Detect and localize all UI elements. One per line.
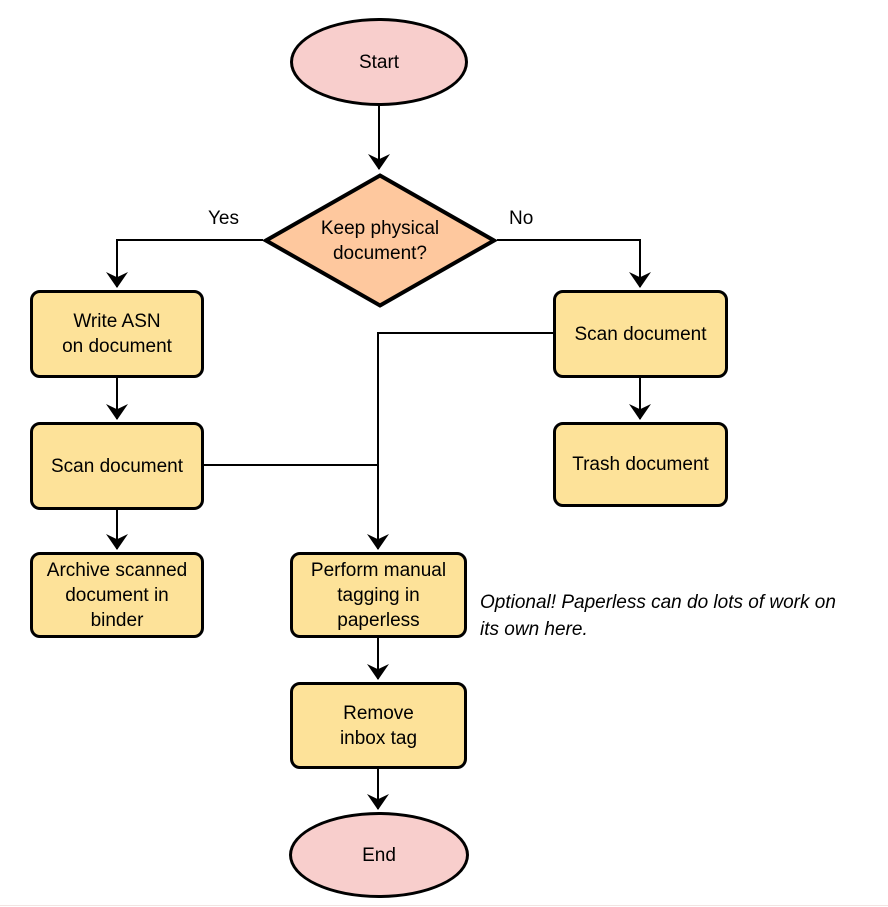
node-end-label: End bbox=[362, 844, 396, 866]
node-decision-label: Keep physical document? bbox=[320, 217, 440, 264]
node-tagging-label: Perform manual tagging in paperless bbox=[310, 559, 447, 631]
edge-label-yes: Yes bbox=[206, 208, 241, 230]
bottom-hairline bbox=[0, 905, 888, 906]
node-perform-manual-tagging: Perform manual tagging in paperless bbox=[290, 552, 467, 638]
node-write-asn-on-document: Write ASN on document bbox=[30, 290, 204, 378]
node-trash-label: Trash document bbox=[572, 454, 709, 475]
node-scan-right-label: Scan document bbox=[574, 323, 707, 345]
edge-decision-scanright bbox=[497, 239, 651, 288]
node-scan-document-left: Scan document bbox=[30, 422, 204, 510]
edge-scanright-tagging bbox=[367, 332, 553, 550]
node-trash-document: Trash document bbox=[553, 422, 728, 507]
node-start: Start bbox=[290, 18, 468, 106]
node-scan-left-label: Scan document bbox=[50, 455, 184, 477]
node-decision-keep-physical-document: Keep physical document? bbox=[263, 173, 497, 308]
node-archive-scanned-document: Archive scanned document in binder bbox=[30, 552, 204, 638]
node-scan-document-right: Scan document bbox=[553, 290, 728, 378]
edge-label-no: No bbox=[507, 208, 536, 230]
diamond-shape bbox=[263, 173, 497, 308]
node-end: End bbox=[289, 812, 469, 898]
node-start-label: Start bbox=[358, 51, 400, 73]
annotation-optional-note: Optional! Paperless can do lots of work … bbox=[480, 592, 836, 640]
node-archive-label: Archive scanned document in binder bbox=[46, 559, 188, 631]
node-remove-inbox-tag: Remove inbox tag bbox=[290, 682, 467, 769]
node-remove-label: Remove inbox tag bbox=[339, 702, 418, 749]
node-write-asn-label: Write ASN on document bbox=[62, 311, 172, 357]
edge-decision-writeasn bbox=[106, 239, 263, 288]
